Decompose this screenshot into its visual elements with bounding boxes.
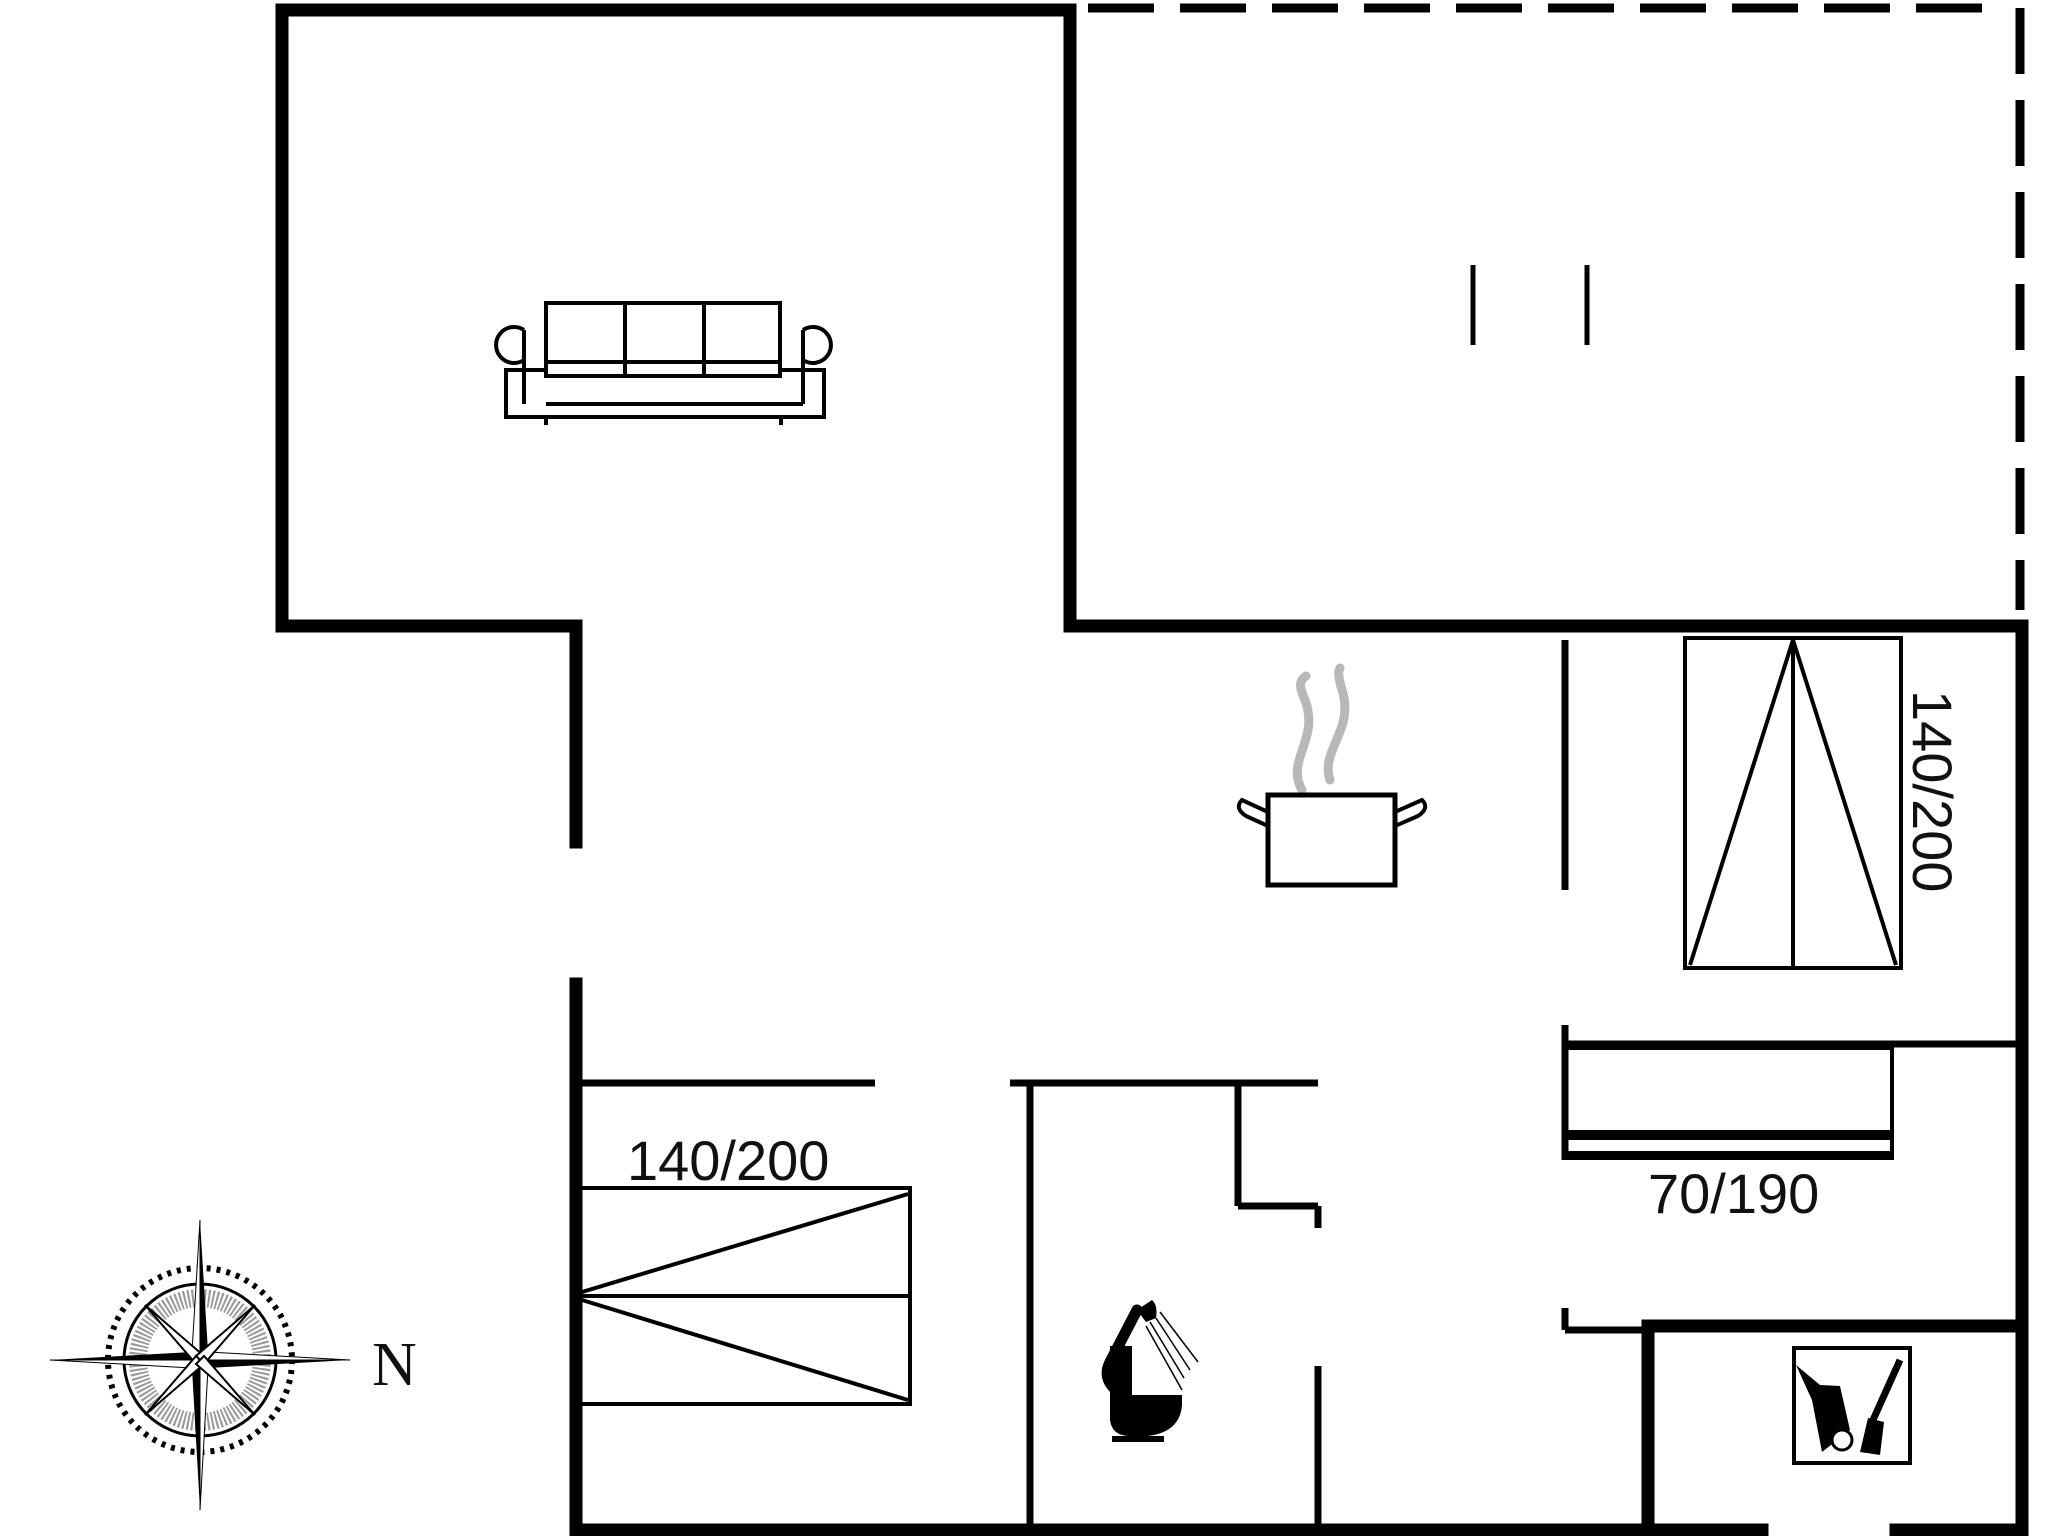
compass-rose-icon (49, 1219, 351, 1511)
bed-bedroom-2 (1683, 636, 1903, 970)
cooking-pot-icon (1236, 663, 1428, 888)
compass-north-label: N (372, 1331, 417, 1399)
interior-walls (576, 640, 2020, 1530)
walls (275, 3, 2029, 1536)
toilet-icon (1110, 1340, 1182, 1442)
bed-bedroom-3 (1563, 1046, 1894, 1160)
bed-bedroom-1 (578, 1186, 912, 1406)
bed-size-label-bedroom-1: 140/200 (627, 1129, 829, 1192)
cleaning-tools-icon (1792, 1346, 1912, 1465)
terrace-outline (1088, 3, 2025, 610)
bed-size-label-bedroom-3: 70/190 (1648, 1162, 1819, 1225)
terrace-marks (1470, 265, 1590, 345)
bed-size-label-bedroom-2: 140/200 (1901, 690, 1964, 892)
sofa-icon (494, 301, 833, 425)
